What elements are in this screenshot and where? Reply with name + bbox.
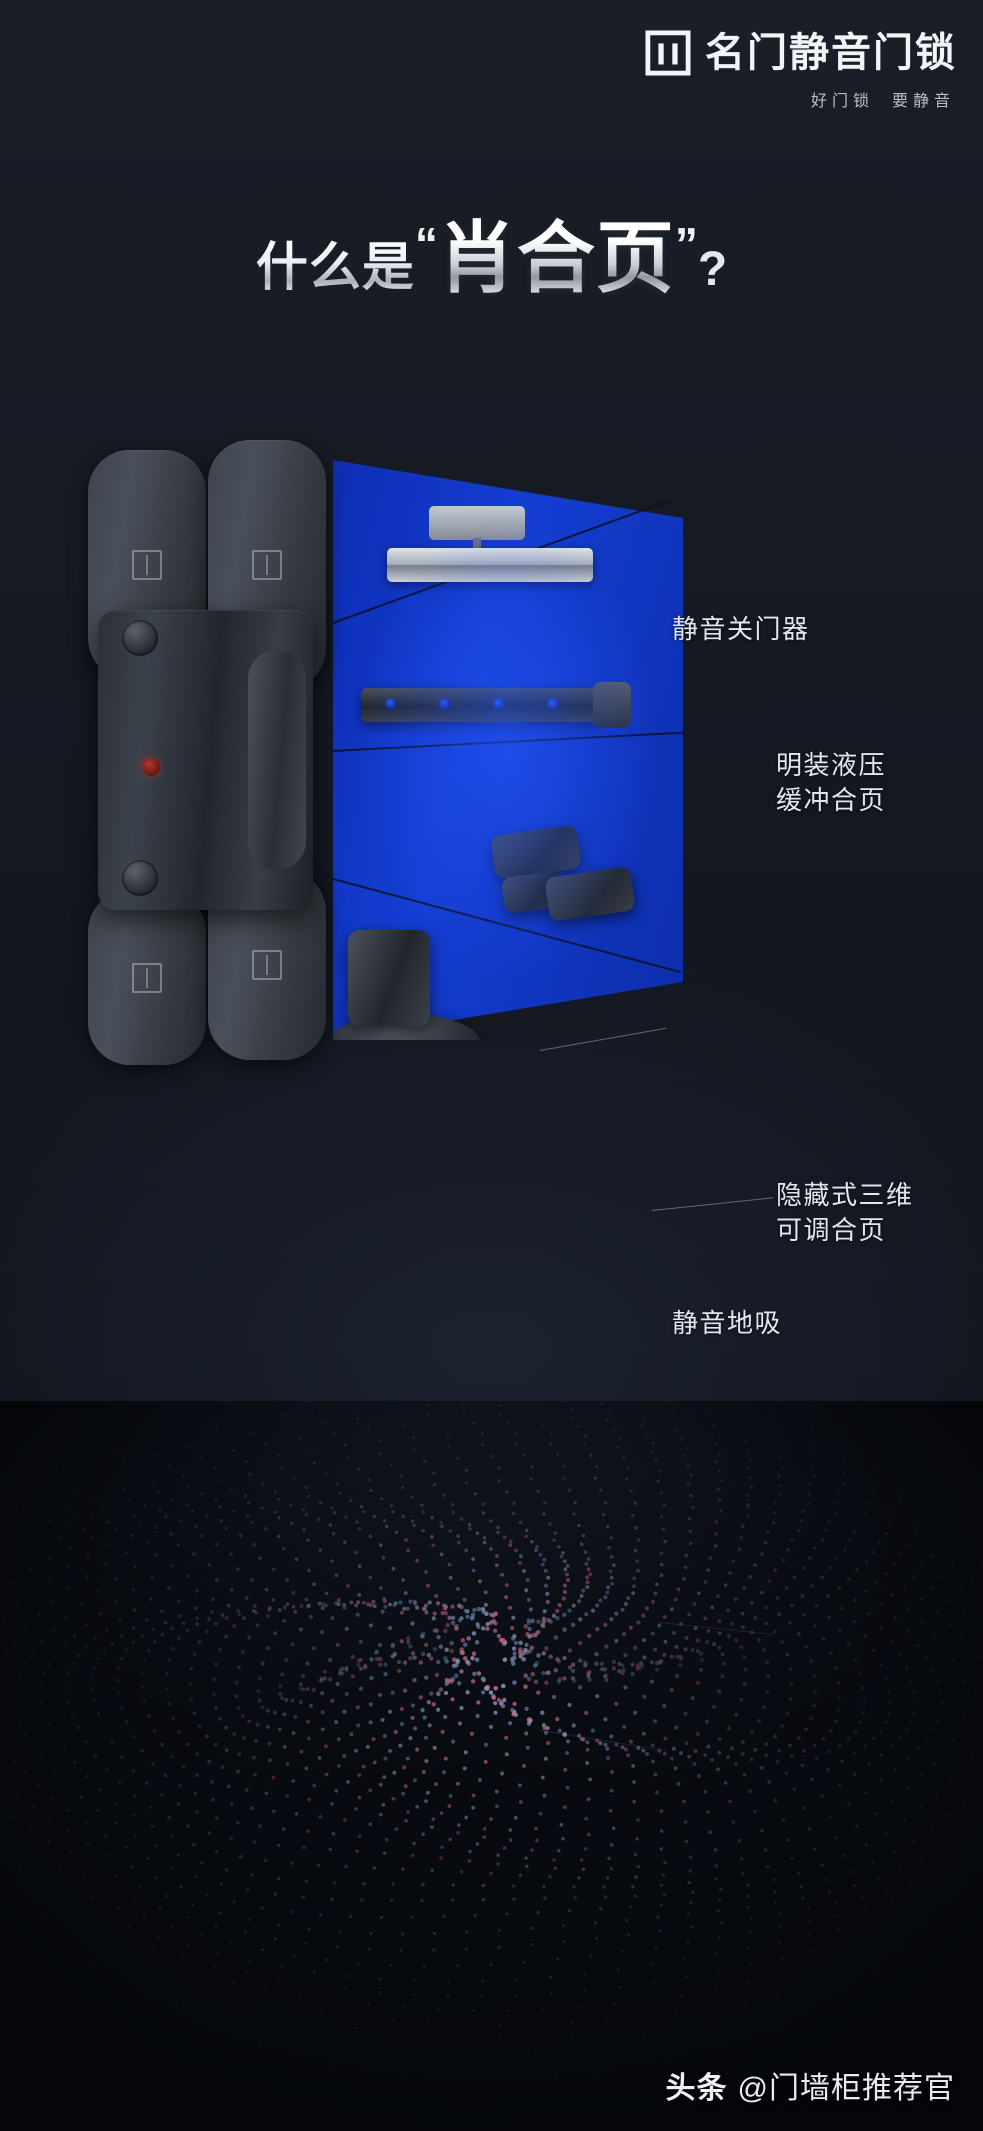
headline-keyword: 肖合页	[437, 214, 675, 303]
callout-surface-hydraulic-hinge: 明装液压 缓冲合页	[776, 750, 887, 816]
leader-line-surface-hydraulic-hinge	[651, 1197, 774, 1211]
hinge-leaf-bottom-left	[88, 890, 206, 1065]
callout-silent-door-closer: 静音关门器	[672, 614, 810, 644]
footer-platform: 头条	[665, 2072, 728, 2105]
page-title: 什么是“肖合页”?	[0, 219, 983, 297]
callout-silent-floor-stopper: 静音地吸	[672, 1308, 783, 1338]
hinge-pin-bottom	[122, 860, 158, 896]
dot-wave-background	[0, 1401, 983, 2131]
brand-slogan-left: 好门锁	[810, 93, 874, 110]
footer-watermark: 头条 @门墙柜推荐官	[666, 2063, 955, 2107]
headline-quote-open: “	[414, 218, 438, 271]
headline-prefix: 什么是	[255, 239, 415, 298]
hero-hinge-product	[88, 440, 348, 1065]
hinge-pin-top	[122, 620, 158, 656]
hinge-leaf-brand-icon	[252, 550, 282, 580]
thumb-silent-floor-stopper	[333, 930, 518, 1040]
hinge-leaf-brand-icon	[132, 962, 162, 993]
headline-quote-close: ”	[674, 218, 698, 271]
brand-slogan: 好门锁要静音	[645, 87, 957, 111]
hinge-adjust-screw	[142, 758, 160, 776]
thumb-silent-door-closer	[369, 496, 599, 606]
footer-account: @门墙柜推荐官	[737, 2072, 955, 2105]
thumb-surface-hydraulic-hinge	[361, 670, 631, 740]
brand-slogan-right: 要静音	[891, 93, 955, 110]
brand-name: 名门静音门锁	[705, 30, 957, 76]
mingmen-monogram-icon	[645, 30, 691, 76]
hinge-knuckle-assembly	[98, 610, 313, 910]
hinge-barrel	[248, 650, 306, 870]
hinge-leaf-brand-icon	[132, 550, 162, 580]
callout-hidden-3d-hinge: 隐藏式三维 可调合页	[776, 1180, 914, 1246]
hinge-leaf-brand-icon	[252, 950, 282, 980]
brand-logo-block: 名门静音门锁 好门锁要静音	[645, 30, 957, 111]
blue-fan-panel	[333, 460, 683, 1040]
headline-question-mark: ?	[697, 243, 728, 297]
brand-logo-row: 名门静音门锁	[645, 30, 957, 76]
